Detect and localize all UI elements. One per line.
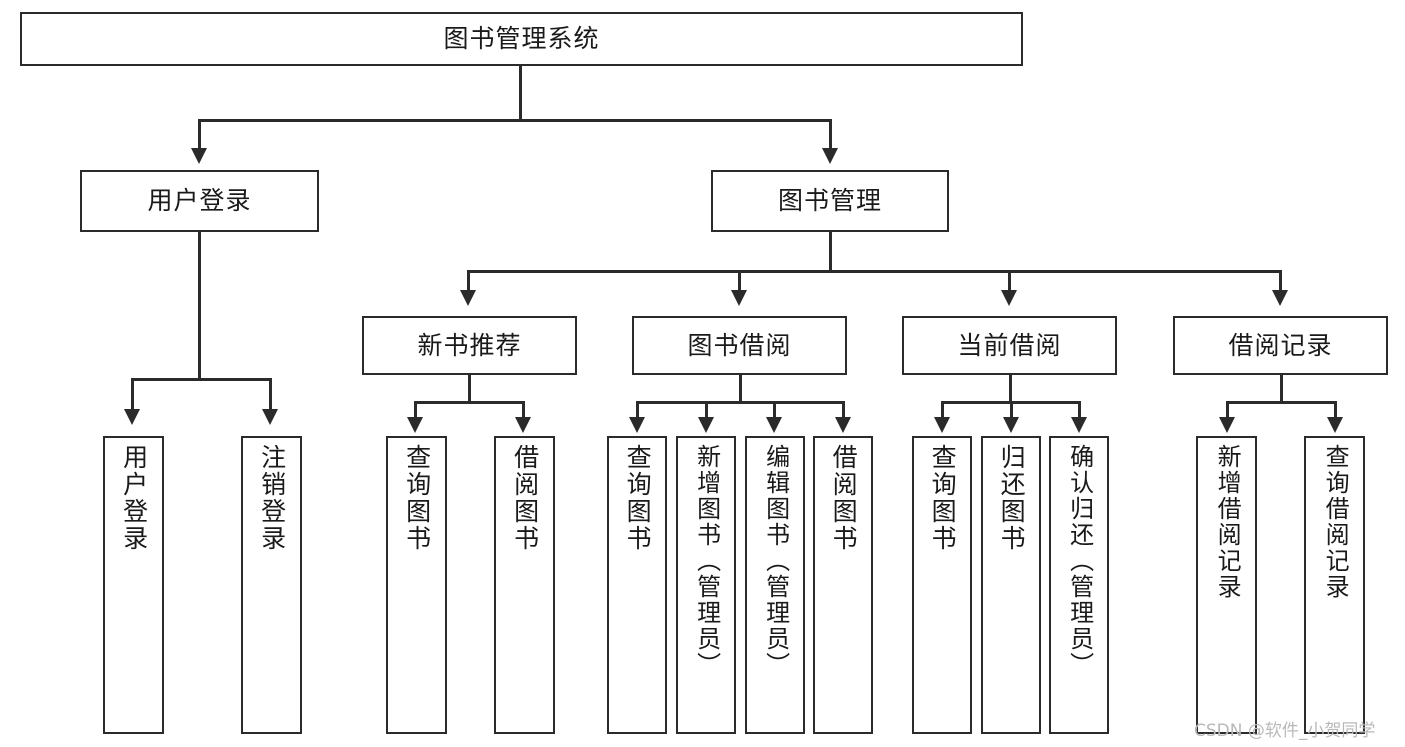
arrow-bm-to-borrow-records [1272, 290, 1288, 306]
connector-bb-branch-3 [773, 401, 776, 419]
leaf-current-borrow-return-book[interactable]: 归还图书 [981, 436, 1041, 734]
node-user-login[interactable]: 用户登录 [80, 170, 319, 232]
arrow-cb-leaf-3 [1071, 417, 1087, 433]
arrow-cb-leaf-1 [934, 417, 950, 433]
connector-new-books-branch-2 [522, 401, 525, 419]
node-current-borrow[interactable]: 当前借阅 [902, 316, 1117, 375]
arrow-br-leaf-1 [1219, 417, 1235, 433]
node-label: 用户登录 [147, 186, 252, 215]
arrow-bm-to-current-borrow [1001, 290, 1017, 306]
arrow-new-books-leaf-1 [407, 417, 423, 433]
node-label: 编辑图书（管理员） [761, 444, 790, 678]
connector-borrow-records-stem [1280, 375, 1283, 403]
arrow-bb-leaf-3 [766, 417, 782, 433]
connector-book-management-bus [467, 270, 1280, 273]
node-label: 图书借阅 [687, 330, 792, 360]
node-label: 借阅图书 [829, 444, 859, 552]
leaf-borrow-records-add-record[interactable]: 新增借阅记录 [1196, 436, 1257, 734]
leaf-book-borrow-query-book[interactable]: 查询图书 [607, 436, 667, 734]
leaf-user-login-signout[interactable]: 注销登录 [241, 436, 302, 734]
connector-user-login-branch-2 [269, 378, 272, 411]
node-label: 当前借阅 [957, 330, 1062, 360]
node-label: 查询图书 [402, 444, 432, 552]
arrow-root-to-book-management [822, 148, 838, 164]
node-root-book-management-system[interactable]: 图书管理系统 [20, 12, 1023, 66]
connector-new-books-bus [414, 401, 524, 404]
node-label: 查询图书 [928, 444, 958, 552]
leaf-new-books-borrow-book[interactable]: 借阅图书 [494, 436, 555, 734]
connector-root-to-book-management [829, 119, 832, 150]
node-label: 确认归还（管理员） [1065, 444, 1094, 678]
node-label: 借阅记录 [1228, 330, 1333, 360]
arrow-root-to-user-login [191, 148, 207, 164]
connector-new-books-branch-1 [414, 401, 417, 419]
node-label: 归还图书 [997, 444, 1027, 552]
leaf-book-borrow-edit-book-admin[interactable]: 编辑图书（管理员） [745, 436, 805, 734]
connector-br-branch-1 [1226, 401, 1229, 419]
node-book-management[interactable]: 图书管理 [711, 170, 949, 232]
leaf-user-login-signin[interactable]: 用户登录 [103, 436, 164, 734]
connector-bm-branch-1 [467, 270, 470, 292]
connector-borrow-records-bus [1226, 401, 1336, 404]
connector-cb-branch-2 [1010, 401, 1013, 419]
node-label: 新书推荐 [417, 330, 522, 360]
connector-cb-branch-1 [941, 401, 944, 419]
connector-bm-branch-3 [1008, 270, 1011, 292]
connector-bm-branch-2 [738, 270, 741, 292]
connector-bm-branch-4 [1279, 270, 1282, 292]
node-label: 查询借阅记录 [1321, 444, 1350, 600]
arrow-bb-leaf-4 [835, 417, 851, 433]
connector-cb-branch-3 [1078, 401, 1081, 419]
connector-book-borrow-stem [739, 375, 742, 403]
connector-new-books-stem [468, 375, 471, 403]
connector-bb-branch-1 [636, 401, 639, 419]
node-label: 查询图书 [623, 444, 653, 552]
arrow-bm-to-new-books [460, 290, 476, 306]
leaf-book-borrow-add-book-admin[interactable]: 新增图书（管理员） [676, 436, 736, 734]
connector-book-management-stem [829, 232, 832, 272]
arrow-bb-leaf-1 [629, 417, 645, 433]
node-borrow-records[interactable]: 借阅记录 [1173, 316, 1388, 375]
connector-bb-branch-4 [842, 401, 845, 419]
leaf-borrow-records-query-record[interactable]: 查询借阅记录 [1304, 436, 1365, 734]
leaf-current-borrow-query-book[interactable]: 查询图书 [912, 436, 972, 734]
node-label: 图书管理 [777, 186, 882, 215]
node-label: 借阅图书 [510, 444, 540, 552]
connector-user-login-branch-1 [131, 378, 134, 411]
connector-root-to-user-login [198, 119, 201, 150]
leaf-current-borrow-confirm-return-admin[interactable]: 确认归还（管理员） [1049, 436, 1109, 734]
node-new-book-recommend[interactable]: 新书推荐 [362, 316, 577, 375]
node-label: 新增图书（管理员） [692, 444, 721, 678]
node-book-borrow[interactable]: 图书借阅 [632, 316, 847, 375]
leaf-new-books-query-book[interactable]: 查询图书 [386, 436, 447, 734]
node-label: 用户登录 [119, 444, 149, 552]
connector-root-bus [198, 119, 832, 122]
arrow-bm-to-book-borrow [731, 290, 747, 306]
arrow-user-login-leaf-1 [124, 409, 140, 425]
arrow-bb-leaf-2 [698, 417, 714, 433]
connector-user-login-bus [131, 378, 270, 381]
connector-book-borrow-bus [636, 401, 844, 404]
node-label: 注销登录 [257, 444, 287, 552]
connector-current-borrow-stem [1009, 375, 1012, 403]
connector-br-branch-2 [1334, 401, 1337, 419]
connector-user-login-stem [198, 232, 201, 380]
arrow-new-books-leaf-2 [515, 417, 531, 433]
arrow-br-leaf-2 [1327, 417, 1343, 433]
connector-root-stem [519, 66, 522, 121]
leaf-book-borrow-borrow-book[interactable]: 借阅图书 [813, 436, 873, 734]
node-label: 新增借阅记录 [1213, 444, 1242, 600]
arrow-cb-leaf-2 [1003, 417, 1019, 433]
connector-bb-branch-2 [705, 401, 708, 419]
node-label: 图书管理系统 [443, 24, 600, 53]
arrow-user-login-leaf-2 [262, 409, 278, 425]
